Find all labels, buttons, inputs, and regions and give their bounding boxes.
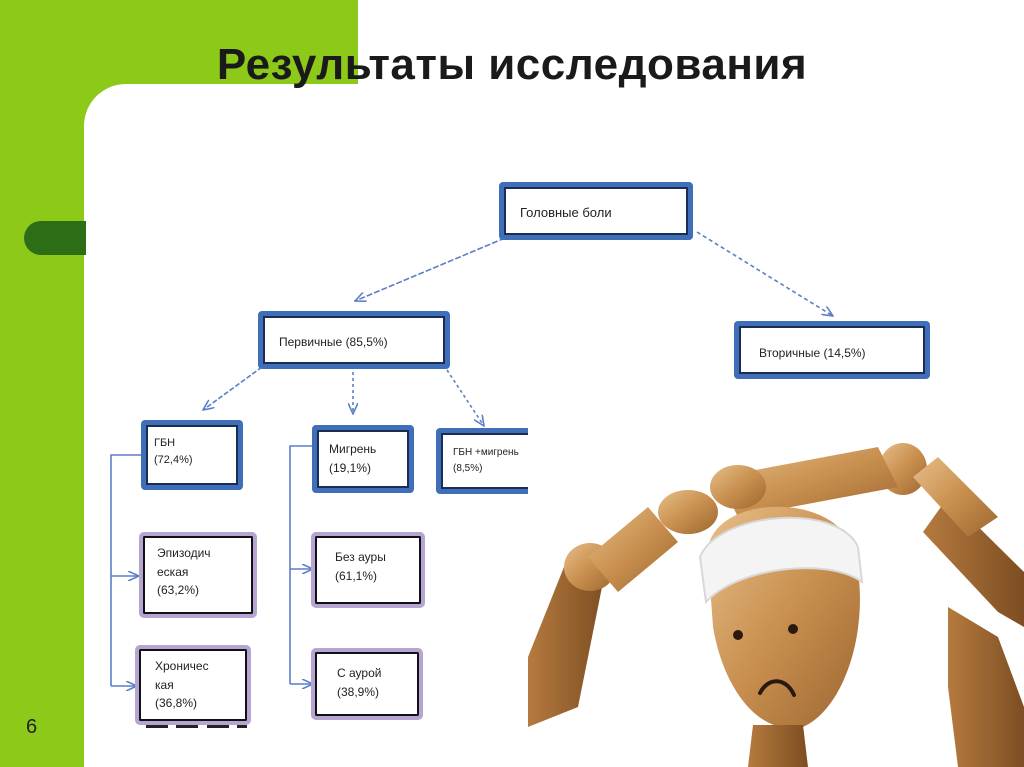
node-headaches-label: Головные боли	[520, 205, 612, 220]
node-migraine-name: Мигрень	[329, 442, 377, 456]
arrow-root-secondary	[696, 231, 833, 316]
arrow-root-primary	[355, 237, 506, 301]
arrow-primary-gbn	[203, 366, 263, 410]
node-with-aura-value: (38,9%)	[337, 684, 380, 699]
node-chronic-value: (36,8%)	[155, 696, 198, 711]
node-episodic-line2: еская	[157, 564, 189, 579]
dotted-underline-chronic	[146, 725, 247, 728]
node-with-aura: С аурой (38,9%)	[311, 648, 423, 720]
node-primary-label: Первичные (85,5%)	[279, 335, 388, 349]
mannequin-headache-image	[528, 407, 1024, 767]
node-chronic-line1: Хроничес	[155, 659, 209, 673]
bracket-migraine	[289, 445, 314, 684]
page-number: 6	[26, 716, 38, 738]
node-gbn-migraine-name: ГБН +мигрень	[453, 447, 519, 458]
decorative-tab	[24, 221, 86, 255]
node-no-aura-value: (61,1%)	[335, 568, 378, 583]
node-chronic: Хроничес кая (36,8%)	[135, 645, 251, 725]
node-secondary: Вторичные (14,5%)	[734, 321, 930, 379]
node-gbn-value: (72,4%)	[154, 454, 193, 467]
node-episodic-line1: Эпизодич	[157, 546, 211, 560]
node-no-aura: Без ауры (61,1%)	[311, 532, 425, 608]
node-with-aura-name: С аурой	[337, 666, 382, 680]
node-migraine-value: (19,1%)	[329, 460, 372, 475]
node-migraine: Мигрень (19,1%)	[312, 425, 414, 493]
node-episodic: Эпизодич еская (63,2%)	[139, 532, 257, 618]
bracket-gbn	[110, 454, 143, 686]
node-headaches: Головные боли	[499, 182, 693, 240]
node-episodic-value: (63,2%)	[157, 583, 200, 598]
node-chronic-line2: кая	[155, 677, 174, 692]
slide-title: Результаты исследования	[216, 40, 808, 89]
node-gbn-name: ГБН	[154, 437, 176, 449]
node-secondary-label: Вторичные (14,5%)	[759, 346, 866, 360]
node-gbn-migraine-value: (8,5%)	[453, 462, 483, 474]
mannequin-illustration	[528, 443, 1024, 767]
node-no-aura-name: Без ауры	[335, 550, 386, 564]
node-primary: Первичные (85,5%)	[258, 311, 450, 369]
node-gbn: ГБН (72,4%)	[141, 420, 243, 490]
arrow-primary-gbn-migraine	[446, 369, 484, 426]
